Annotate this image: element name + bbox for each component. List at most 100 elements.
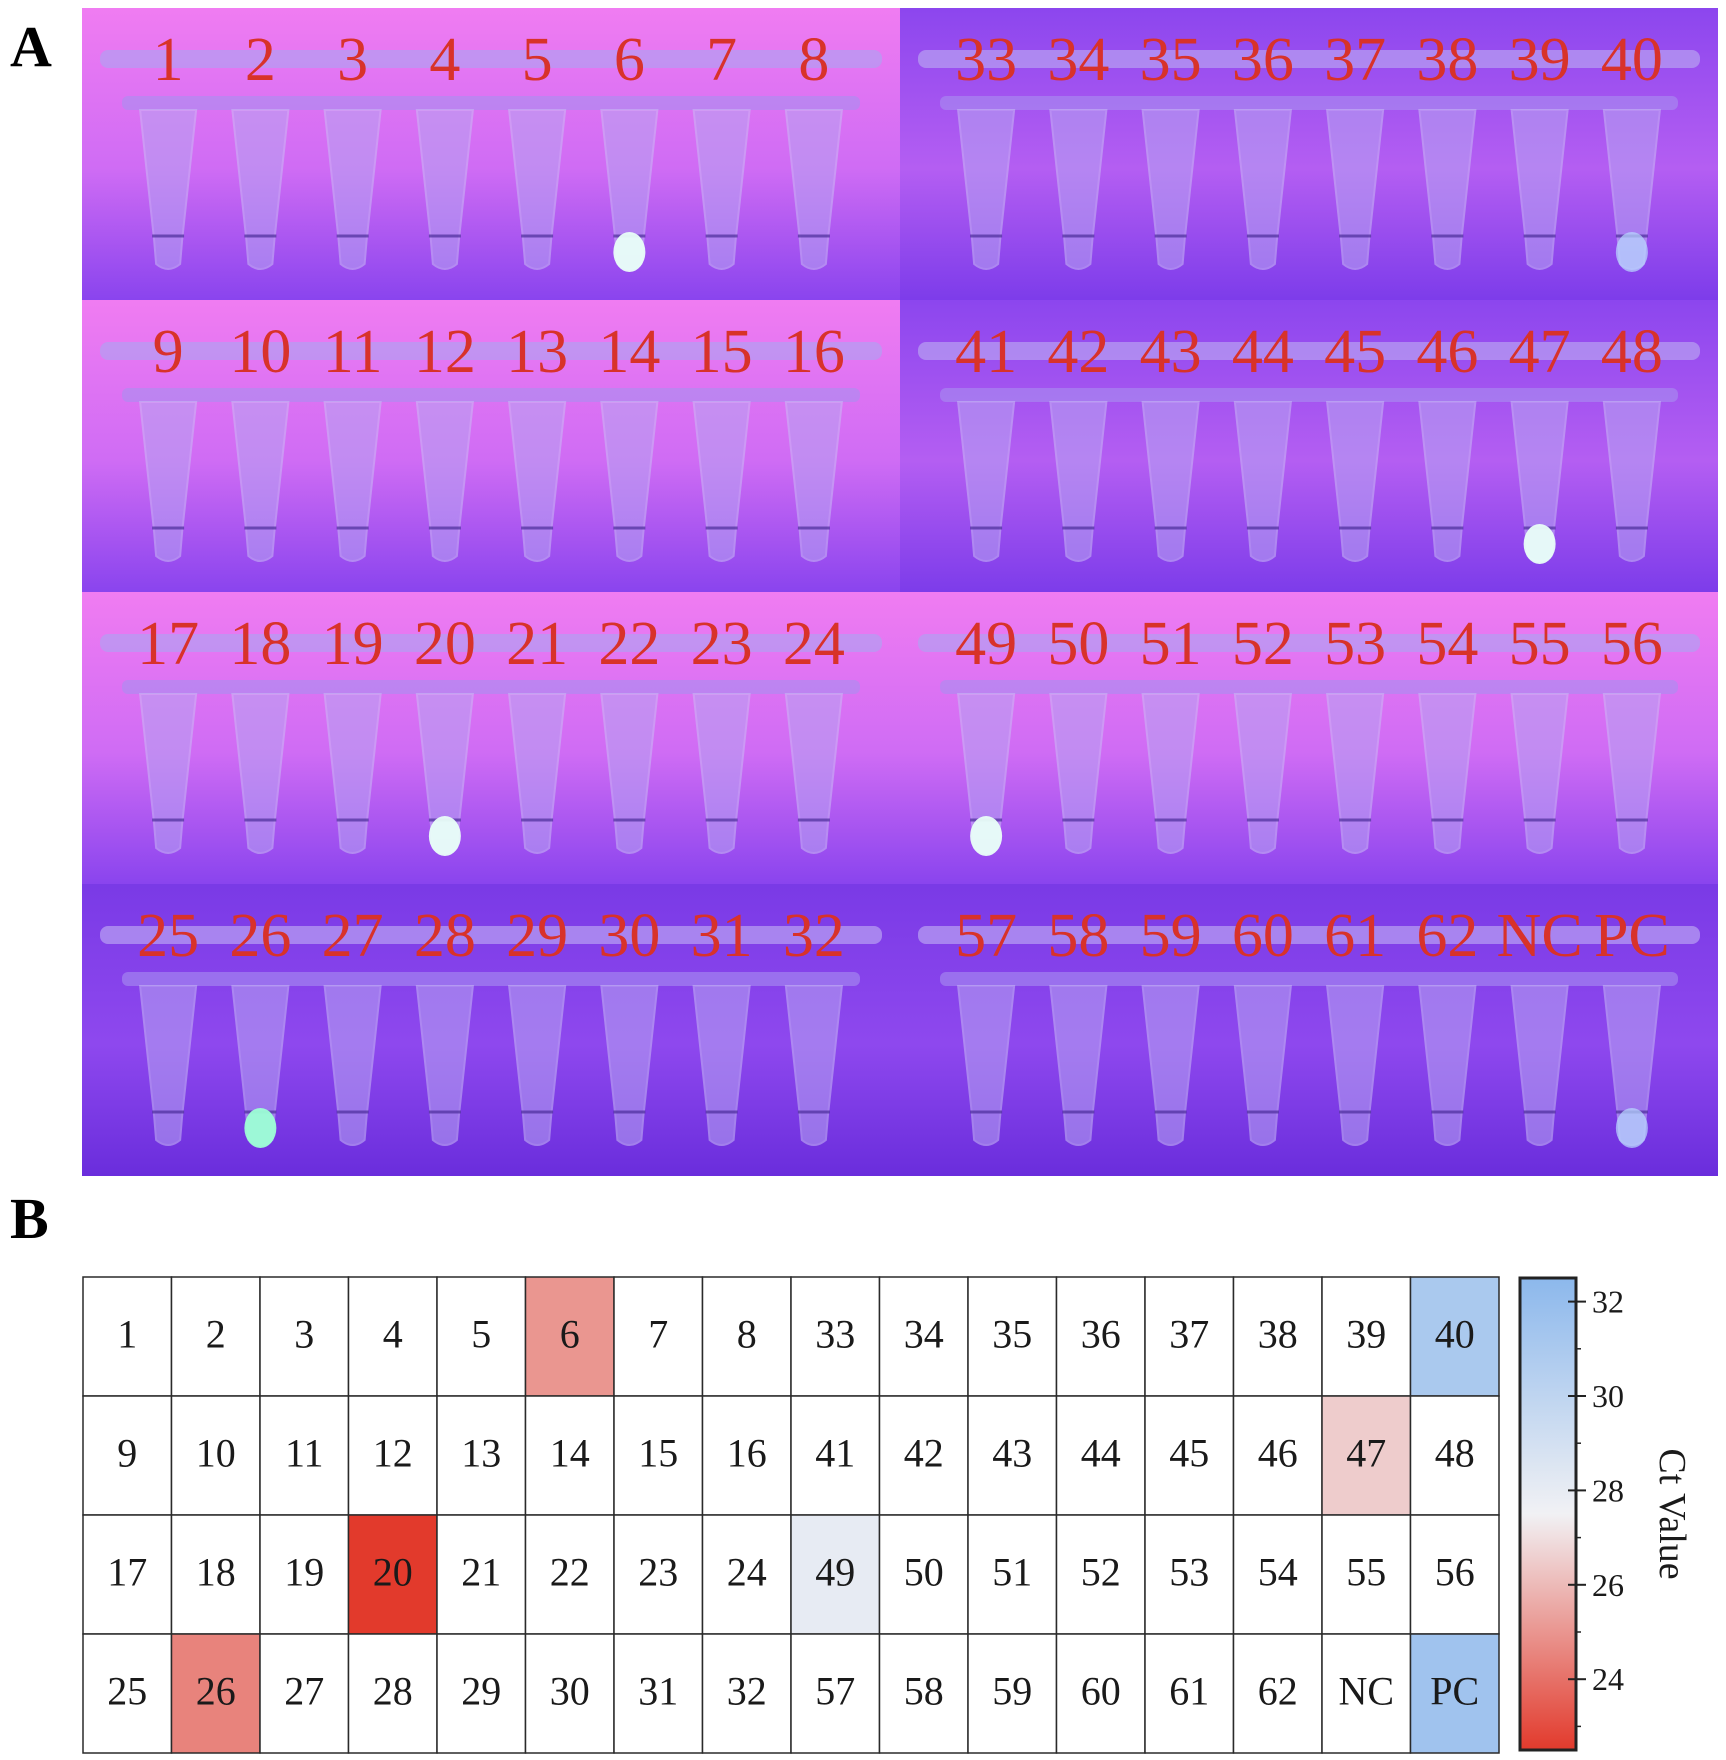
heatmap-cell-label: 14 bbox=[550, 1431, 590, 1476]
tube: 27 bbox=[322, 902, 384, 1146]
heatmap-cell bbox=[259, 1514, 350, 1635]
heatmap-cell-label: 32 bbox=[727, 1669, 767, 1714]
tube: 5 bbox=[508, 26, 567, 270]
heatmap-cell-label: 62 bbox=[1258, 1669, 1298, 1714]
heatmap-cell bbox=[1321, 1276, 1412, 1397]
tube-label: 48 bbox=[1601, 318, 1663, 386]
heatmap-cell-label: 17 bbox=[107, 1550, 147, 1595]
tube-body bbox=[139, 985, 198, 1146]
heatmap-cell bbox=[347, 1276, 438, 1397]
heatmap-cell bbox=[613, 1514, 704, 1635]
heatmap-cell-label: 59 bbox=[992, 1669, 1032, 1714]
tube: 34 bbox=[1047, 26, 1109, 270]
heatmap-cell bbox=[967, 1514, 1058, 1635]
heatmap-cell-label: 36 bbox=[1081, 1312, 1121, 1357]
tube-label: 34 bbox=[1047, 26, 1109, 94]
heatmap-cell bbox=[524, 1276, 615, 1397]
tube-body bbox=[1326, 693, 1385, 854]
fluorescent-glow bbox=[1615, 1108, 1648, 1148]
heatmap-cell-label: 28 bbox=[373, 1669, 413, 1714]
heatmap-cell-label: NC bbox=[1338, 1669, 1394, 1714]
heatmap-cell bbox=[347, 1514, 438, 1635]
tube: 8 bbox=[784, 26, 843, 270]
heatmap-cell-label: 61 bbox=[1169, 1669, 1209, 1714]
tube-label: 13 bbox=[506, 318, 568, 386]
heatmap-cell bbox=[701, 1514, 792, 1635]
tube-body bbox=[692, 693, 751, 854]
tube: 56 bbox=[1601, 610, 1663, 854]
heatmap-cell-label: 13 bbox=[461, 1431, 501, 1476]
tube: 38 bbox=[1416, 26, 1478, 270]
heatmap-cell-label: 46 bbox=[1258, 1431, 1298, 1476]
tube: 44 bbox=[1232, 318, 1294, 562]
heatmap-cell-label: 29 bbox=[461, 1669, 501, 1714]
tube: 30 bbox=[598, 902, 660, 1146]
heatmap-cell bbox=[1321, 1395, 1412, 1516]
tube: 50 bbox=[1047, 610, 1109, 854]
tube-body bbox=[784, 985, 843, 1146]
heatmap-cell bbox=[170, 1276, 261, 1397]
tube: 46 bbox=[1416, 318, 1478, 562]
tube: 37 bbox=[1324, 26, 1386, 270]
tube-body bbox=[692, 109, 751, 270]
tube-body bbox=[415, 109, 474, 270]
tube-label: 11 bbox=[323, 318, 383, 386]
heatmap-cell-label: 44 bbox=[1081, 1431, 1121, 1476]
tube: 14 bbox=[598, 318, 660, 562]
heatmap-cell-label: 42 bbox=[904, 1431, 944, 1476]
tube: 12 bbox=[414, 318, 476, 562]
heatmap-cell-label: 38 bbox=[1258, 1312, 1298, 1357]
heatmap-cell-label: 18 bbox=[196, 1550, 236, 1595]
tube: 24 bbox=[783, 610, 845, 854]
heatmap-cell-label: 20 bbox=[373, 1550, 413, 1595]
heatmap-cell-label: 47 bbox=[1346, 1431, 1386, 1476]
tube-strip-rim bbox=[940, 96, 1678, 110]
tube-label: 32 bbox=[783, 902, 845, 970]
tube-label: 61 bbox=[1324, 902, 1386, 970]
heatmap-cell-label: 57 bbox=[815, 1669, 855, 1714]
heatmap-cell-label: 5 bbox=[471, 1312, 491, 1357]
tube: 53 bbox=[1324, 610, 1386, 854]
panel-a-label: A bbox=[10, 14, 52, 79]
colorbar-tick-label: 30 bbox=[1592, 1378, 1624, 1414]
tube: 42 bbox=[1047, 318, 1109, 562]
heatmap-cell-label: 26 bbox=[196, 1669, 236, 1714]
tube-body bbox=[957, 401, 1016, 562]
tube-label: 43 bbox=[1140, 318, 1202, 386]
tube-body bbox=[1049, 985, 1108, 1146]
heatmap-cell bbox=[259, 1276, 350, 1397]
tube-strip-bar bbox=[918, 342, 1700, 360]
heatmap-cell-label: 23 bbox=[638, 1550, 678, 1595]
heatmap-cell-label: 11 bbox=[285, 1431, 324, 1476]
heatmap-cell-label: 45 bbox=[1169, 1431, 1209, 1476]
tube-label: 10 bbox=[229, 318, 291, 386]
heatmap-cell bbox=[1232, 1395, 1323, 1516]
tube-body bbox=[508, 109, 567, 270]
tube-body bbox=[415, 401, 474, 562]
heatmap-cell-label: 4 bbox=[383, 1312, 403, 1357]
heatmap-cell bbox=[878, 1395, 969, 1516]
heatmap-cell bbox=[967, 1276, 1058, 1397]
tube-label: 50 bbox=[1047, 610, 1109, 678]
heatmap-cell bbox=[347, 1633, 438, 1754]
tube-label: 55 bbox=[1509, 610, 1571, 678]
tube-body bbox=[1602, 401, 1661, 562]
heatmap-cell-label: 25 bbox=[107, 1669, 147, 1714]
tube: 45 bbox=[1324, 318, 1386, 562]
heatmap-cell bbox=[1321, 1514, 1412, 1635]
tube: 9 bbox=[139, 318, 198, 562]
heatmap-cell bbox=[1144, 1633, 1235, 1754]
tube-body bbox=[1418, 693, 1477, 854]
tube: 18 bbox=[229, 610, 291, 854]
tube-body bbox=[1326, 109, 1385, 270]
tube: 21 bbox=[506, 610, 568, 854]
tube: 36 bbox=[1232, 26, 1294, 270]
heatmap-cell-label: 1 bbox=[117, 1312, 137, 1357]
heatmap-cell-label: 31 bbox=[638, 1669, 678, 1714]
tube-strip-rim bbox=[940, 680, 1678, 694]
tube-label: 54 bbox=[1416, 610, 1478, 678]
heatmap-cell-label: 41 bbox=[815, 1431, 855, 1476]
